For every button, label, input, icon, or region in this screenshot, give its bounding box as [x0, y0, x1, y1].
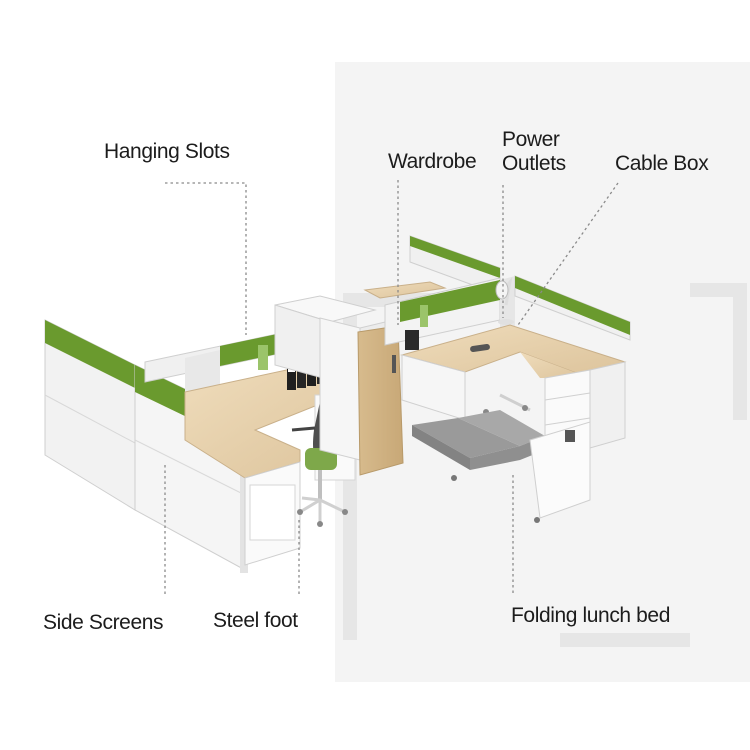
callout-wardrobe: Wardrobe	[388, 150, 477, 173]
callout-hanging-slots: Hanging Slots	[104, 140, 230, 163]
right-back-screens	[363, 235, 631, 350]
folding-lunch-bed	[412, 410, 591, 523]
callout-steel-foot: Steel foot	[213, 609, 298, 632]
wardrobe	[274, 295, 404, 476]
callout-side-screens: Side Screens	[43, 611, 164, 634]
callout-folding-lunch-bed: Folding lunch bed	[511, 604, 670, 627]
desk-lamp	[495, 276, 514, 325]
callout-power-outlets-line1: Power	[502, 128, 560, 151]
callout-cable-box: Cable Box	[615, 152, 709, 175]
leader-lines	[164, 180, 619, 595]
callout-power-outlets-line2: Outlets	[502, 152, 566, 175]
